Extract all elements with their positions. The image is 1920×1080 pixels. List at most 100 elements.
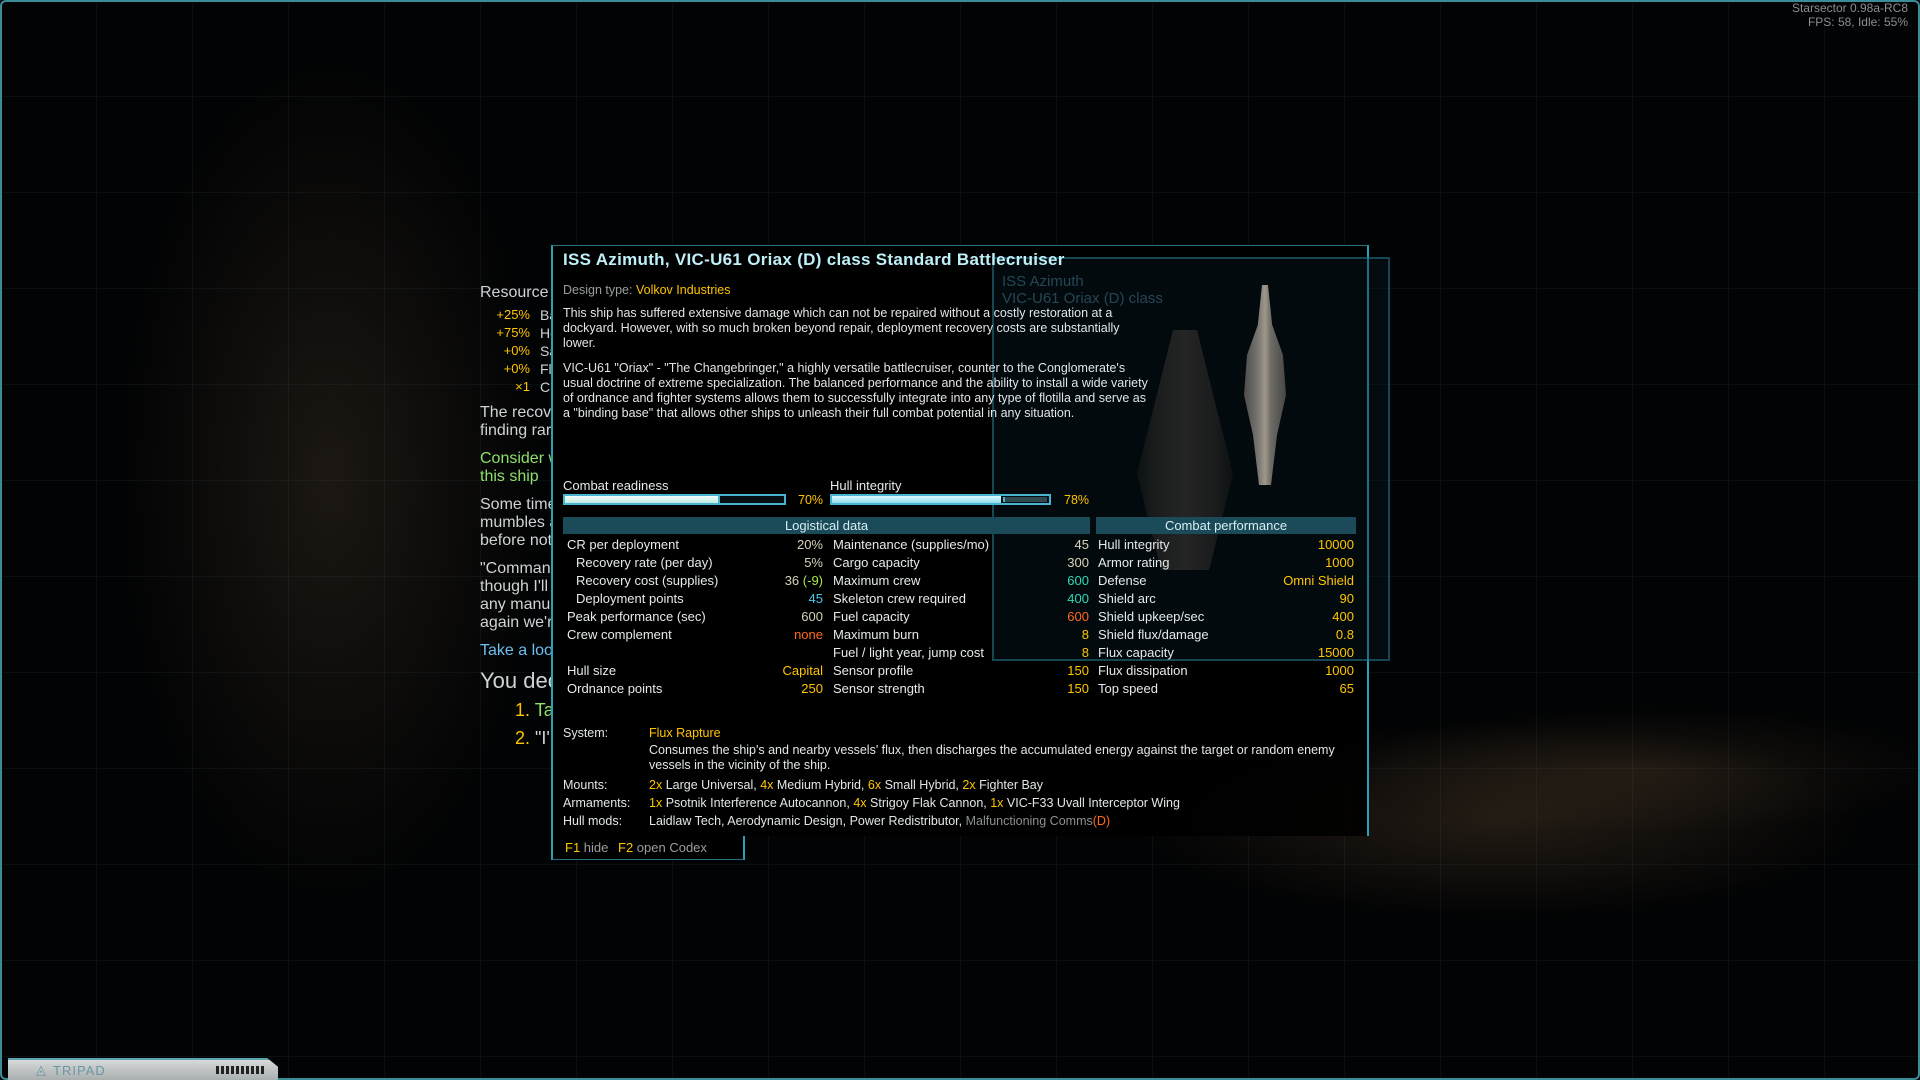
f2-key[interactable]: F2: [618, 840, 634, 855]
f1-key[interactable]: F1: [565, 840, 581, 855]
stat-label: Shield upkeep/sec: [1098, 609, 1205, 624]
stat-label: Flux capacity: [1098, 645, 1174, 660]
stat-value: 600: [1067, 572, 1089, 590]
stat-value-text: Capital: [782, 663, 823, 678]
stat-value: 400: [1067, 590, 1089, 608]
stat-value-text: none: [794, 627, 823, 642]
stat-value: 45: [809, 590, 823, 608]
mounts-item: Large Universal,: [665, 778, 757, 792]
stat-value-text: 150: [1067, 681, 1089, 696]
stat-value-text: 45: [1074, 537, 1089, 552]
stat-value-text: 250: [801, 681, 823, 696]
stat-value: 90: [1340, 590, 1354, 608]
stat-label: Hull size: [567, 663, 617, 678]
armaments-list: 1x Psotnik Interference Autocannon, 4x S…: [649, 796, 1180, 811]
ship-description: VIC-U61 "Oriax" - "The Changebringer," a…: [563, 361, 1148, 420]
mounts-item: Medium Hybrid,: [776, 778, 865, 792]
tripad-ticks: [216, 1066, 264, 1074]
some-time-line-3: before noticing you've picked up the cal…: [480, 532, 551, 549]
mounts-count: 6x: [867, 778, 882, 792]
stat-value-text: 600: [1067, 573, 1089, 588]
hull-integrity-bar: [830, 494, 1051, 505]
hullmods-text: Laidlaw Tech, Aerodynamic Design, Power …: [649, 814, 963, 828]
stat-label: Ordnance points: [567, 681, 663, 696]
system-name: Flux Rapture: [649, 726, 721, 740]
hull-integrity-value: 78%: [1064, 493, 1090, 507]
mounts-count: 2x: [649, 778, 663, 792]
background-dialog: Resource recovery effectiveness: 100% +2…: [0, 0, 551, 1080]
stat-label: Maintenance (supplies/mo): [833, 537, 990, 552]
stat-label: Fuel capacity: [833, 609, 910, 624]
system-label: System:: [563, 726, 609, 740]
modifier-label: Fleet-wide salvaging capability: [540, 361, 551, 377]
stat-label: Defense: [1098, 573, 1147, 588]
dmod-name: Malfunctioning Comms: [965, 814, 1093, 828]
stat-value-text: 10000: [1317, 537, 1354, 552]
stat-label: Top speed: [1098, 681, 1158, 696]
armaments-item: VIC-F33 Uvall Interceptor Wing: [1006, 796, 1180, 810]
hull-integrity-label: Hull integrity: [830, 478, 902, 493]
tripad-icon: ◬: [36, 1062, 47, 1077]
stat-value-text: 45: [808, 591, 823, 606]
tripad-button[interactable]: ◬TRIPAD: [8, 1058, 278, 1080]
hull-integrity-fill: [832, 496, 1002, 503]
modifier-label: Base effectiveness: [540, 307, 551, 323]
recovery-line-1: The recovery operation has a chance of: [480, 404, 551, 421]
mounts-count: 4x: [760, 778, 774, 792]
stat-value: 0.8: [1336, 626, 1354, 644]
stat-value-text: Omni Shield: [1283, 573, 1354, 588]
stat-value: 10000: [1318, 536, 1354, 554]
ship-title: ISS Azimuth, VIC-U61 Oriax (D) class Sta…: [563, 250, 1065, 269]
combat-performance-header: Combat performance: [1096, 517, 1356, 534]
stat-label: Deployment points: [576, 591, 684, 606]
stat-label: Peak performance (sec): [567, 609, 706, 624]
stat-value-text: 8: [1081, 627, 1089, 642]
stat-label: Crew complement: [567, 627, 672, 642]
stat-label: Hull integrity: [1098, 537, 1170, 552]
consider-line-1: Consider whether special measures might …: [480, 450, 551, 467]
system-description: Consumes the ship's and nearby vessels' …: [649, 743, 1335, 772]
modifier-label: Salvaging skill: [540, 343, 551, 359]
stat-label: Recovery rate (per day): [576, 555, 713, 570]
stat-value-text: 8: [1081, 645, 1089, 660]
stat-value: 1000: [1325, 554, 1354, 572]
option-1[interactable]: 1. Take a look at the chief engineer's r…: [515, 700, 551, 721]
stat-value-text: 90: [1339, 591, 1354, 606]
some-time-line-1: Some time later, you hear back from your…: [480, 496, 551, 513]
modifier-value: +0%: [503, 361, 530, 376]
stat-value: 250: [801, 680, 823, 698]
f1-label[interactable]: hide: [583, 840, 609, 855]
hullmods-label: Hull mods:: [563, 814, 623, 828]
version-text: Starsector 0.98a-RC8: [1791, 1, 1908, 15]
option-2[interactable]: 2. "I'll need to consider my options.": [515, 728, 551, 749]
resource-title: Resource recovery effectiveness: 100%: [480, 284, 551, 301]
stat-value: none: [794, 626, 823, 644]
armaments-count: 1x: [649, 796, 663, 810]
option-1-number: 1.: [515, 700, 531, 720]
armaments-label: Armaments:: [563, 796, 631, 810]
mounts-list: 2x Large Universal, 4x Medium Hybrid, 6x…: [649, 778, 1043, 793]
stat-value-text: 65: [1339, 681, 1354, 696]
fps-text: FPS: 58, Idle: 55%: [1807, 15, 1908, 29]
mounts-count: 2x: [962, 778, 976, 792]
ghost-ship-class: VIC-U61 Oriax (D) class: [1002, 290, 1163, 307]
stat-value: 150: [1067, 662, 1089, 680]
option-1-text: Take a look at the chief engineer's repo…: [534, 700, 551, 720]
logistical-data-header: Logistical data: [563, 517, 1090, 534]
stat-value: 15000: [1318, 644, 1354, 662]
mounts-item: Fighter Bay: [979, 778, 1043, 792]
ship-tooltip-panel: [551, 245, 1369, 836]
f2-label[interactable]: open Codex: [636, 840, 707, 855]
combat-readiness-bar: [563, 494, 786, 505]
mounts-label: Mounts:: [563, 778, 608, 792]
quote-line-4: again we're not in the Hegemony fleet. I…: [480, 614, 551, 631]
stat-value: 600: [801, 608, 823, 626]
armaments-count: 1x: [990, 796, 1004, 810]
stat-label: CR per deployment: [567, 537, 679, 552]
modifier-value: +0%: [503, 343, 530, 358]
hull-integrity-remainder: [1003, 497, 1047, 502]
stat-value: Omni Shield: [1283, 572, 1354, 590]
option-2-number: 2.: [515, 728, 531, 748]
modifier-value: ×1: [515, 379, 530, 394]
stat-value-text: 15000: [1317, 645, 1354, 660]
